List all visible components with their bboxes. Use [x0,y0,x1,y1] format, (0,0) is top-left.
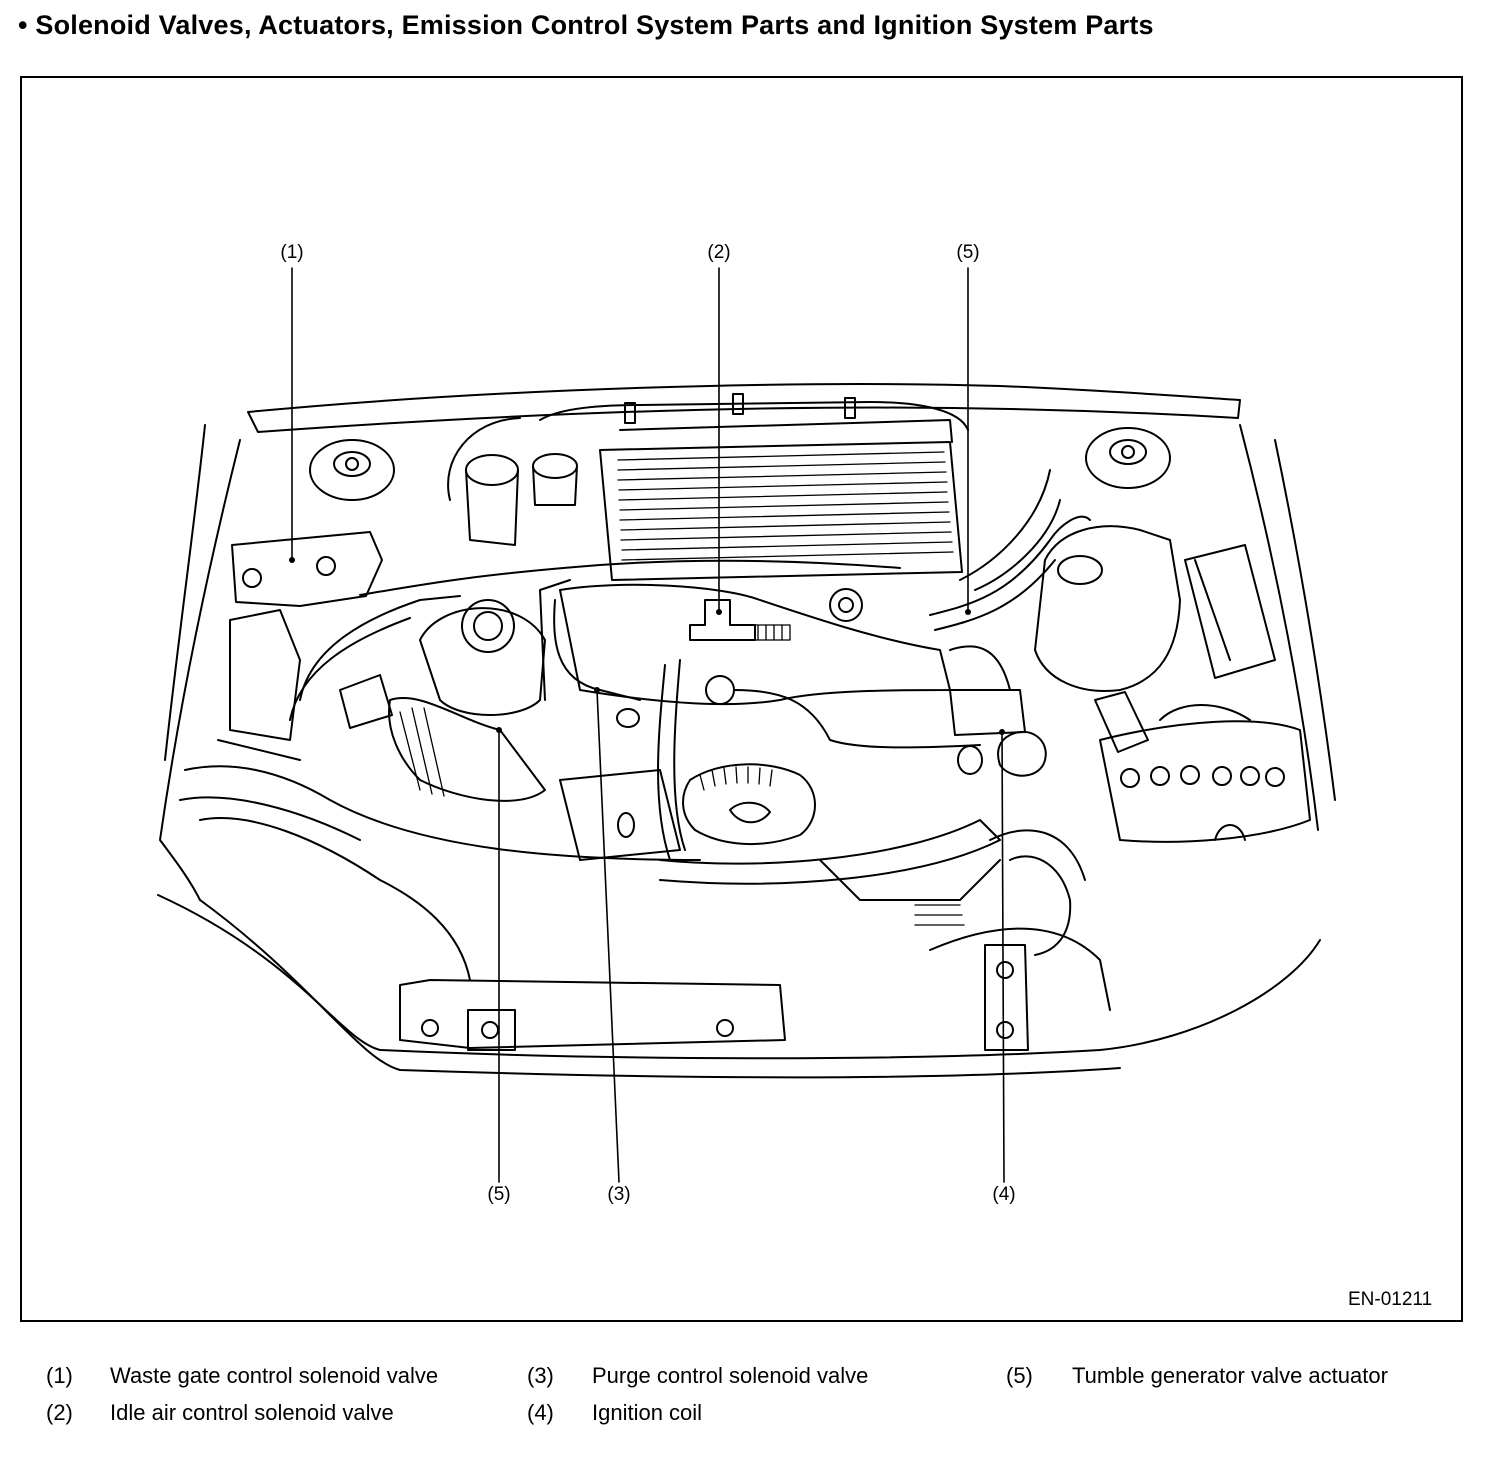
legend-num-2: (2) [46,1400,73,1425]
left-shelf [229,609,301,741]
legend-text-2: Idle air control solenoid valve [110,1400,394,1425]
leader-lines [291,267,1005,1183]
left-connector [339,674,393,729]
idle-valve-ribs [749,624,791,641]
callout-1: (1) [280,242,304,263]
vacuum-line [657,664,671,861]
throttle-cap [461,599,515,653]
figure-id: EN-01211 [1348,1289,1433,1310]
callout-3: (3) [607,1184,631,1205]
lower-engine [659,819,1001,885]
front-bumper-lower [199,899,1121,1079]
intercooler [599,441,963,581]
leader-dots [289,557,1005,735]
left-fender-inner [164,424,206,761]
waste-gate-bracket [231,531,383,607]
relay-connector [1094,691,1149,753]
left-harness [299,595,461,701]
tgv-harness [929,515,1091,616]
diagram-frame [20,76,1463,1322]
alternator [682,763,816,845]
callout-5-bottom: (5) [487,1184,511,1205]
right-fender [1239,424,1319,831]
hood-latch [467,1009,516,1051]
right-fender-inner [1274,439,1336,801]
battery [1099,720,1311,843]
purge-hose [553,599,641,701]
bolt [996,1021,1014,1039]
bolt [716,1019,734,1037]
ignition-coil [949,689,1026,736]
right-strut-tower [1085,427,1171,489]
bolt [421,1019,439,1037]
front-bumper [157,894,1321,1060]
legend-text-1: Waste gate control solenoid valve [110,1363,439,1388]
oil-filler-cap [997,730,1047,777]
left-strut-tower [309,439,395,501]
intake-body [419,607,546,716]
intake-snorkel [184,765,701,861]
fuse-box [1184,544,1276,679]
idle-air-valve [689,599,756,641]
left-fender [159,439,241,901]
legend-num-3: (3) [527,1363,554,1388]
left-hose-2 [359,559,901,596]
radiator-hose [1009,855,1072,956]
page-title: • Solenoid Valves, Actuators, Emission C… [18,10,1154,40]
callout-5-top: (5) [956,242,980,263]
legend-num-1: (1) [46,1363,73,1388]
hood-edge [247,383,1241,433]
intercooler-fins [617,451,954,561]
legend-text-4: Ignition coil [592,1400,703,1425]
right-hose [959,469,1051,581]
timing-cover [559,769,681,861]
purge-valve [616,708,640,728]
leader-4 [1001,731,1005,1183]
spark-cap [705,675,735,705]
callout-2: (2) [707,242,731,263]
radiator-support [399,979,786,1049]
intake-manifold [559,583,951,706]
leader-3 [596,689,620,1183]
legend-num-4: (4) [527,1400,554,1425]
legend-text-3: Purge control solenoid valve [592,1363,869,1388]
intercooler-hose [539,401,969,431]
bolt [996,961,1014,979]
right-bracket [984,944,1029,1051]
sensor [829,588,863,622]
left-hose [447,417,521,501]
callout-4: (4) [992,1184,1016,1205]
lower-right-frame [929,927,1111,1011]
air-intake-duct [388,697,546,802]
legend-text-5: Tumble generator valve actuator [1072,1363,1388,1388]
lower-center [819,859,1001,901]
reservoir-cap [532,453,578,479]
legend-num-5: (5) [1006,1363,1033,1388]
coolant-reservoir [1034,525,1181,692]
bolt [481,1021,499,1039]
